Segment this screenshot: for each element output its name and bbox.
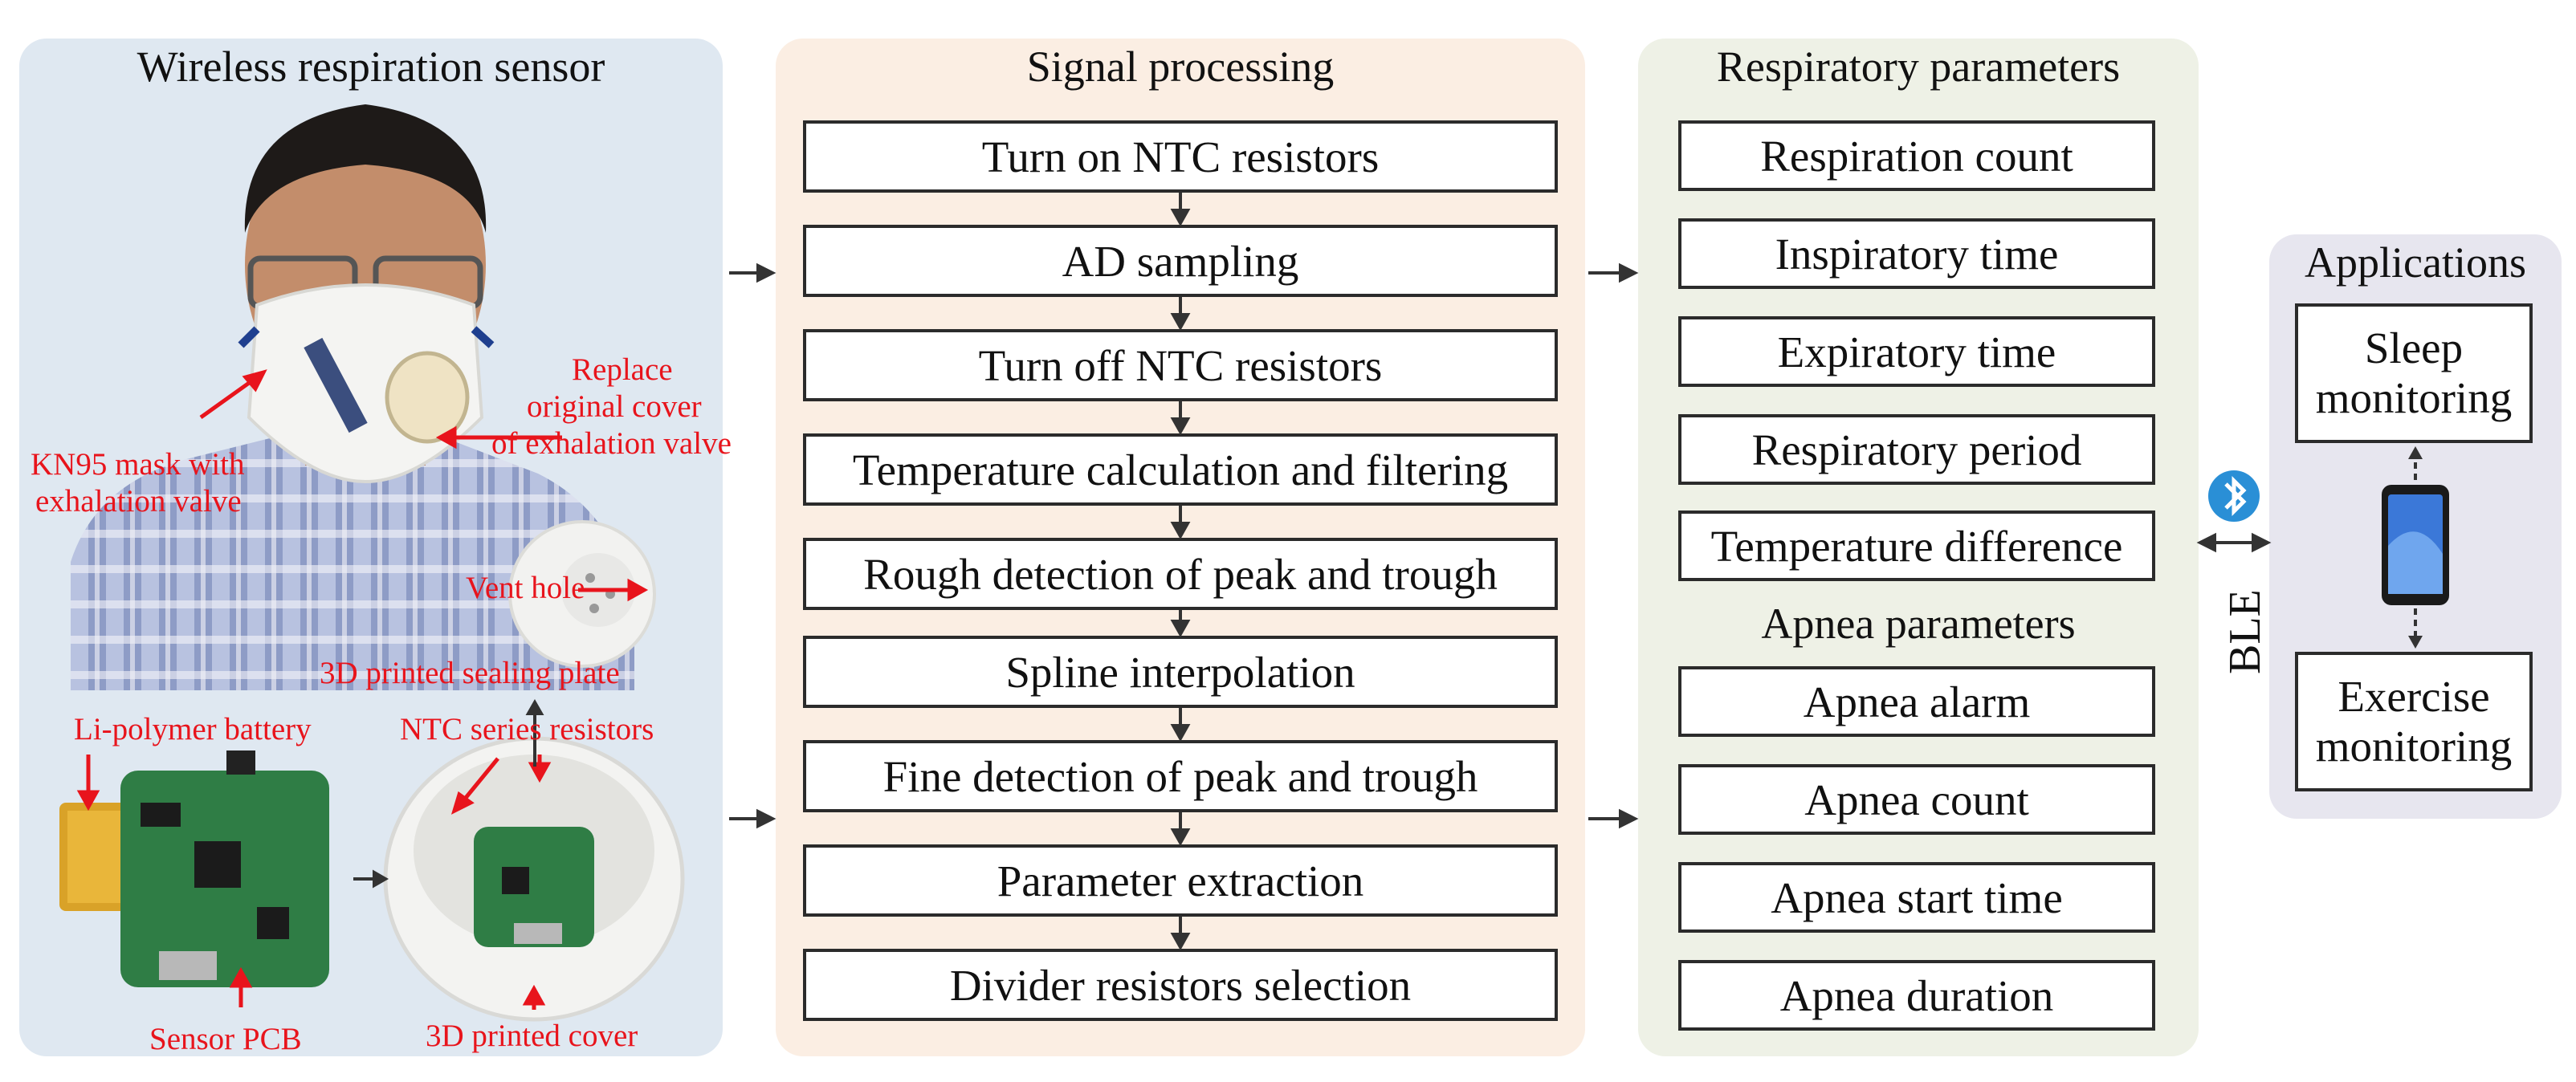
apnea-parameter: Apnea start time [1678,862,2155,933]
step-arrow [1170,297,1191,332]
signal-panel-title: Signal processing [1026,43,1335,91]
printed-cover-label: 3D printed cover [426,1019,638,1053]
vent-hole-label: Vent hole [466,571,585,605]
exercise-monitoring-box: Exercise monitoring [2295,652,2533,791]
step-arrow [1170,917,1191,951]
step-arrow [1170,506,1191,540]
signal-step: Temperature calculation and filtering [803,433,1558,506]
pcb-photo [59,750,329,987]
signal-step: Turn on NTC resistors [803,120,1558,193]
sealing-plate-label: 3D printed sealing plate [320,656,620,690]
applications-panel-title: Applications [2305,238,2526,287]
kn95-label-line2: exhalation valve [35,484,242,519]
smartphone-icon [2382,485,2449,605]
respiratory-parameter: Inspiratory time [1678,218,2155,289]
bluetooth-icon [2208,470,2260,522]
sleep-monitoring-box: Sleep monitoring [2295,303,2533,443]
apnea-parameter: Apnea count [1678,764,2155,835]
respiratory-parameter: Expiratory time [1678,316,2155,387]
replace-label-line1: Replace [572,352,673,387]
sensor-panel-title: Wireless respiration sensor [137,43,605,91]
person-photo [71,104,634,690]
battery-label: Li-polymer battery [74,712,312,746]
step-arrow [1170,812,1191,847]
replace-label-line2: original cover [527,389,702,424]
apnea-parameter: Apnea duration [1678,960,2155,1031]
respiratory-panel-title: Respiratory parameters [1716,43,2121,91]
signal-to-parameters-arrow [1588,808,1639,829]
step-arrow [1170,401,1191,436]
respiratory-parameter: Respiratory period [1678,414,2155,485]
sensor-pcb-label: Sensor PCB [149,1022,302,1056]
signal-to-parameters-arrow [1588,262,1639,283]
step-arrow [1170,193,1191,227]
respiratory-parameter: Temperature difference [1678,510,2155,581]
respiratory-parameter: Respiration count [1678,120,2155,191]
apnea-panel-title: Apnea parameters [1761,600,2076,648]
sensor-to-signal-arrow [729,808,776,829]
replace-label-line3: of exhalation valve [491,426,732,461]
step-arrow [1170,610,1191,638]
step-arrow [1170,708,1191,742]
annotation-arrows [76,369,649,1010]
ble-link-arrow [2196,532,2272,553]
sensor-to-signal-arrow [729,262,776,283]
ntc-series-label: NTC series resistors [400,712,654,746]
signal-step: Turn off NTC resistors [803,329,1558,401]
apnea-parameter: Apnea alarm [1678,666,2155,737]
signal-step: Rough detection of peak and trough [803,538,1558,610]
sensor-arrows [353,698,544,889]
kn95-label-line1: KN95 mask with [31,447,245,482]
